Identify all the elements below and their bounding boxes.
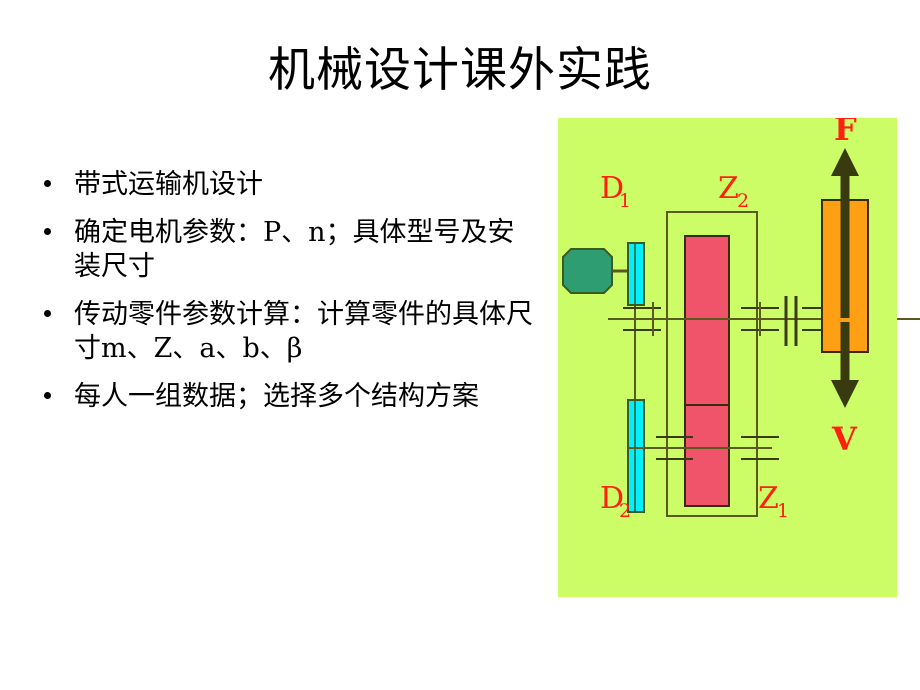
label-force: F xyxy=(834,118,857,148)
list-item-label: 每人一组数据；选择多个结构方案 xyxy=(74,380,479,412)
bullet-dot-icon xyxy=(44,392,51,400)
bullet-list: 带式运输机设计 确定电机参数：P、n；具体型号及安装尺寸 传动零件参数计算：计算… xyxy=(36,168,536,427)
page-title: 机械设计课外实践 xyxy=(268,43,652,98)
gear-z2 xyxy=(684,235,730,406)
list-item-label: 带式运输机设计 xyxy=(74,169,263,200)
belt-pulley-d2 xyxy=(627,399,645,513)
lower-shaft-assembly xyxy=(628,436,779,460)
list-item: 确定电机参数：P、n；具体型号及安装尺寸 xyxy=(36,216,536,285)
bullet-dot-icon xyxy=(44,180,51,188)
shaft-coupling xyxy=(784,296,798,346)
list-item-label: 传动零件参数计算：计算零件的具体尺寸m、Z、a、b、β xyxy=(74,298,533,365)
list-item-label: 确定电机参数：P、n；具体型号及安装尺寸 xyxy=(74,216,515,283)
velocity-arrow-down xyxy=(831,322,859,408)
bullet-dot-icon xyxy=(44,227,51,235)
label-d1-subscript: 1 xyxy=(619,190,631,212)
mechanical-diagram-panel: D 1 Z 2 D 2 Z 1 F V xyxy=(558,118,897,597)
shaft-centerline-extension xyxy=(897,318,920,320)
label-z2: Z xyxy=(718,171,739,206)
label-z2-subscript: 2 xyxy=(737,190,749,212)
gear-reducer-housing xyxy=(666,211,758,517)
list-item: 带式运输机设计 xyxy=(36,168,536,203)
label-d2-subscript: 2 xyxy=(619,500,631,522)
label-d1: D xyxy=(600,171,624,206)
belt-conveyor-drive-diagram: D 1 Z 2 D 2 Z 1 F V xyxy=(562,118,869,522)
label-z1: Z xyxy=(758,481,779,516)
list-item: 每人一组数据；选择多个结构方案 xyxy=(36,380,536,415)
gear-z1 xyxy=(684,404,730,507)
belt-pulley-d1 xyxy=(627,242,645,306)
list-item: 传动零件参数计算：计算零件的具体尺寸m、Z、a、b、β xyxy=(36,298,536,367)
label-velocity: V xyxy=(831,420,858,458)
bullet-dot-icon xyxy=(44,310,51,318)
electric-motor xyxy=(562,248,628,294)
label-z1-subscript: 1 xyxy=(777,500,789,522)
label-d2: D xyxy=(600,481,624,516)
force-arrow-up xyxy=(831,148,859,318)
